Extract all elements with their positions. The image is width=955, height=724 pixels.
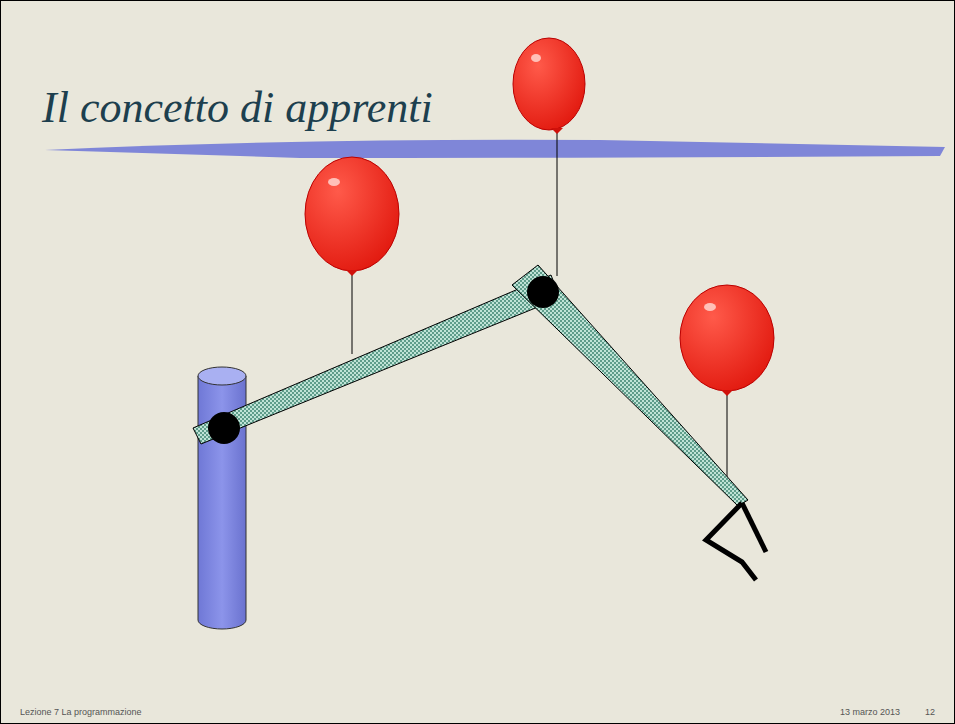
page-number: 12	[925, 707, 935, 717]
gripper	[706, 503, 766, 580]
joint	[208, 412, 240, 444]
footer-date: 13 marzo 2013	[840, 707, 900, 717]
balloon	[680, 285, 774, 396]
title-rule	[45, 140, 945, 158]
balloon	[305, 157, 399, 276]
pillar	[198, 367, 246, 629]
balloon	[513, 38, 585, 134]
footer-text: Lezione 7 La programmazione	[20, 707, 142, 717]
slide-title: Il concetto di apprenti	[42, 82, 433, 133]
arm-segment	[193, 275, 560, 444]
joint	[527, 276, 559, 308]
